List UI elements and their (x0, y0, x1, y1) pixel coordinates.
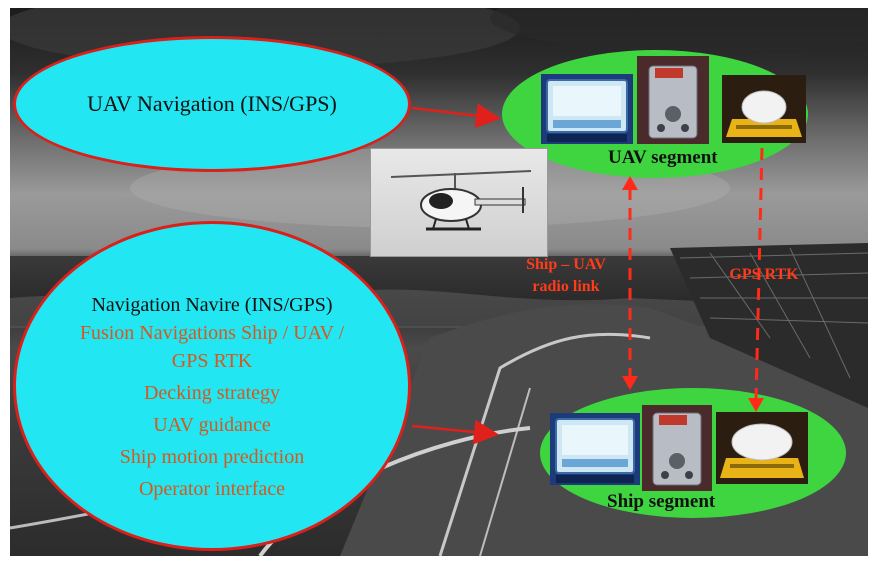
uav-segment-label: UAV segment (608, 147, 718, 168)
uav-navigation-ellipse: UAV Navigation (INS/GPS) (13, 36, 411, 172)
ship-nav-to-segment-arrow (411, 419, 499, 445)
radio-link-label-line1: Ship – UAV (526, 256, 606, 273)
ship-nav-item-operator-interface: Operator interface (138, 478, 285, 500)
ship-nav-display-photo (550, 413, 640, 485)
ship-navigation-heading: Navigation Navire (INS/GPS) (91, 294, 333, 316)
helicopter-photo (370, 148, 548, 257)
ship-segment-label: Ship segment (607, 491, 716, 512)
ship-gps-receiver-photo (716, 412, 808, 484)
ship-nav-item-motion-prediction: Ship motion prediction (119, 446, 305, 468)
ship-ins-unit-photo (642, 405, 712, 491)
nav-display-photo (541, 74, 633, 144)
radio-link-label-line2: radio link (532, 278, 600, 295)
gps-receiver-photo (722, 75, 806, 143)
uav-navigation-title: UAV Navigation (INS/GPS) (87, 91, 337, 116)
ship-nav-item-fusion: Fusion Navigations Ship / UAV / (79, 322, 345, 344)
gps-rtk-line (754, 147, 764, 401)
uav-nav-to-segment-arrow (411, 103, 501, 129)
gps-rtk-label: GPS RTK (729, 266, 799, 283)
gps-rtk-arrowhead (748, 398, 764, 412)
radio-link-down-arrowhead (622, 376, 638, 390)
connection-arrows (411, 103, 764, 445)
radio-link-up-arrowhead (622, 176, 638, 190)
diagram-canvas: UAV Navigation (INS/GPS) Navigation Navi… (10, 8, 868, 556)
ship-nav-item-gps-rtk: GPS RTK (171, 350, 253, 372)
ship-navigation-ellipse: Navigation Navire (INS/GPS) Fusion Navig… (13, 221, 411, 551)
ship-nav-item-guidance: UAV guidance (153, 414, 271, 436)
ship-nav-item-decking: Decking strategy (143, 382, 281, 404)
radio-link-label: Ship – UAV radio link (496, 254, 636, 298)
ins-unit-photo (637, 56, 709, 144)
